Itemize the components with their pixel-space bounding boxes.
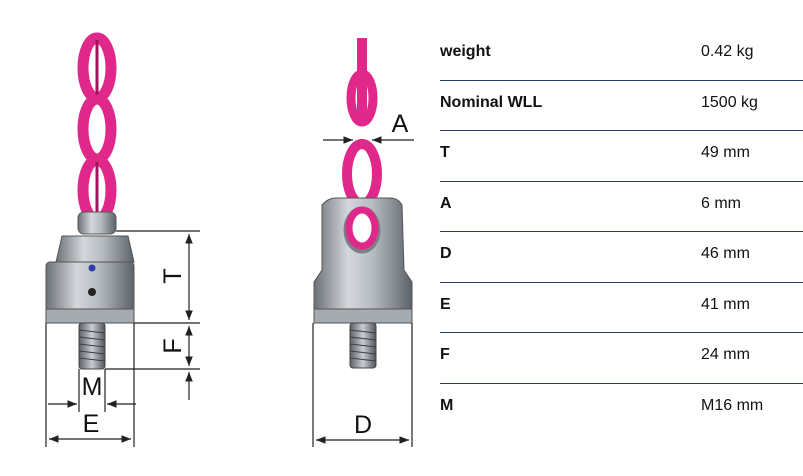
spec-row-m: M M16 mm — [440, 384, 803, 434]
dimension-label-f: F — [159, 338, 187, 353]
spec-name: weight — [440, 43, 491, 60]
spec-name: D — [440, 245, 452, 262]
dimension-label-t: T — [159, 268, 187, 283]
spec-row-a: A 6 mm — [440, 182, 803, 232]
spec-table: weight 0.42 kg Nominal WLL 1500 kg T 49 … — [440, 30, 803, 433]
spec-name: F — [440, 346, 450, 363]
right-view: A D — [312, 38, 414, 447]
spec-name: A — [440, 194, 452, 212]
technical-drawing: T F M E — [45, 32, 414, 447]
spec-value: 49 mm — [701, 144, 750, 161]
spec-value: 41 mm — [701, 295, 750, 313]
spec-name: T — [440, 144, 450, 161]
dimension-label-m: M — [82, 373, 103, 401]
dimension-lines — [45, 230, 200, 447]
dimension-label-a: A — [392, 110, 409, 138]
swivel-eye-bolt-icon — [45, 211, 135, 370]
dimension-label-d: D — [354, 411, 372, 439]
spec-row-weight: weight 0.42 kg — [440, 30, 803, 81]
spec-row-d: D 46 mm — [440, 232, 803, 283]
spec-value: 0.42 kg — [701, 43, 754, 60]
spec-value: M16 mm — [701, 396, 764, 414]
left-view: T F M E — [45, 32, 200, 447]
spec-value: 24 mm — [701, 346, 750, 363]
spec-name: E — [440, 295, 451, 313]
spec-value: 46 mm — [701, 245, 750, 262]
spec-value: 1500 kg — [701, 93, 758, 111]
spec-name: M — [440, 396, 454, 414]
spec-name: Nominal WLL — [440, 93, 543, 111]
spec-row-e: E 41 mm — [440, 283, 803, 333]
spec-row-f: F 24 mm — [440, 333, 803, 384]
spec-row-t: T 49 mm — [440, 131, 803, 182]
dimension-label-e: E — [83, 410, 100, 438]
spec-value: 6 mm — [701, 194, 741, 212]
chain-link-icon — [342, 38, 382, 209]
dimension-lines — [312, 136, 414, 447]
swivel-eye-bolt-icon — [313, 197, 413, 369]
spec-row-nominal-wll: Nominal WLL 1500 kg — [440, 81, 803, 131]
